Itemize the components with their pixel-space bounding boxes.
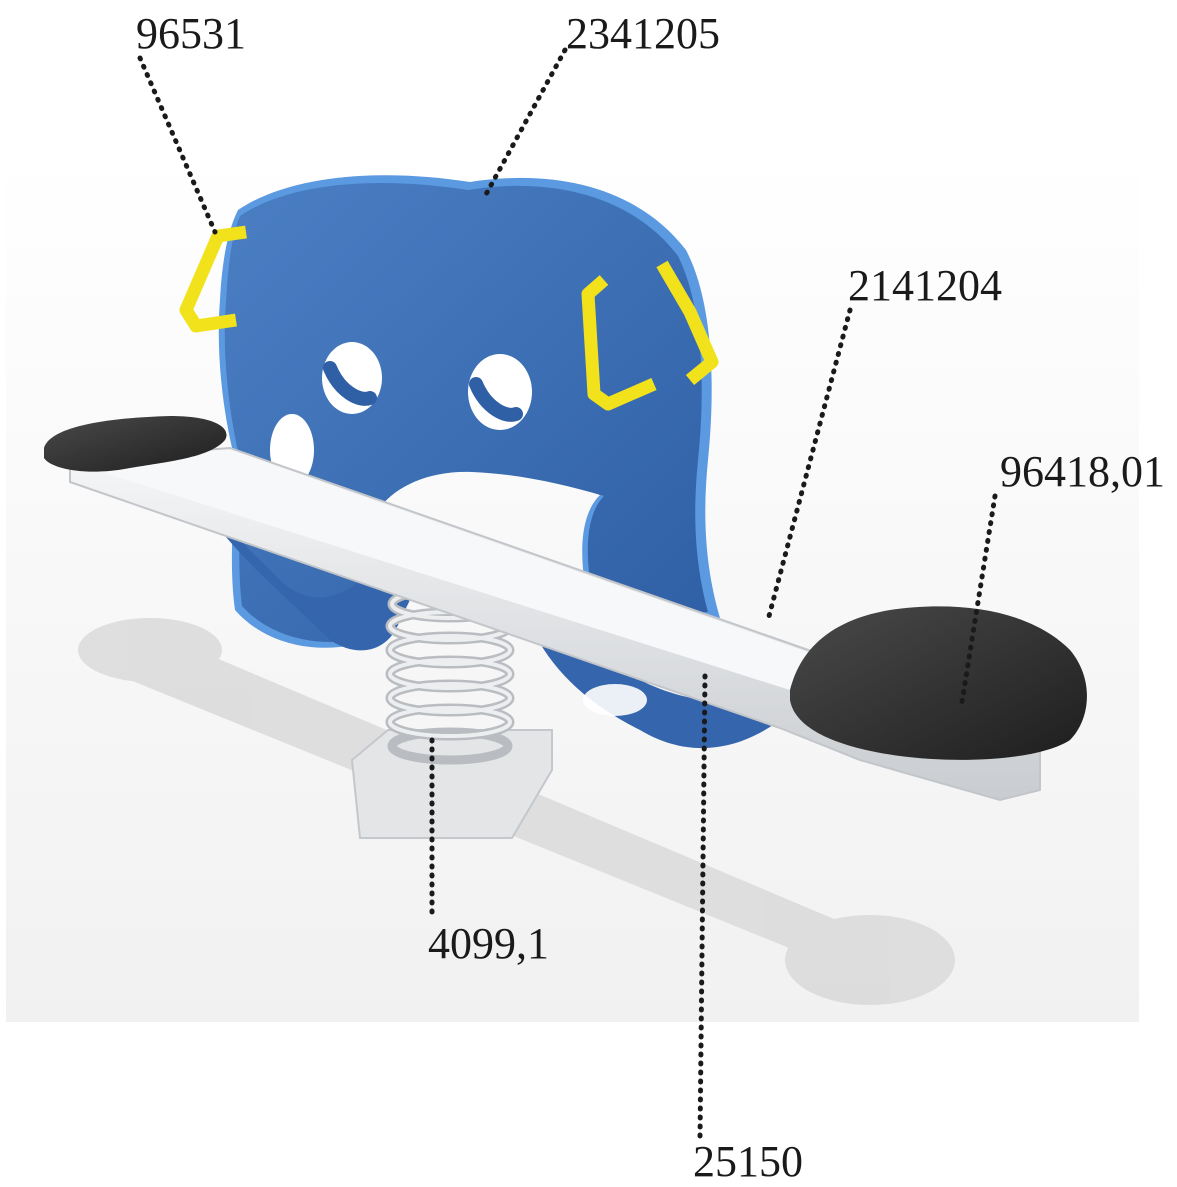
callout-label-spring: 4099,1: [428, 922, 549, 966]
seat-right: [790, 606, 1087, 759]
callout-label-seat: 96418,01: [1000, 450, 1165, 494]
callout-label-beam: 2141204: [848, 264, 1002, 308]
callout-label-beam-lower: 25150: [693, 1140, 803, 1184]
callout-label-elephant-panel: 2341205: [566, 12, 720, 56]
callout-label-handles: 96531: [136, 12, 246, 56]
spring-base: [352, 730, 552, 838]
